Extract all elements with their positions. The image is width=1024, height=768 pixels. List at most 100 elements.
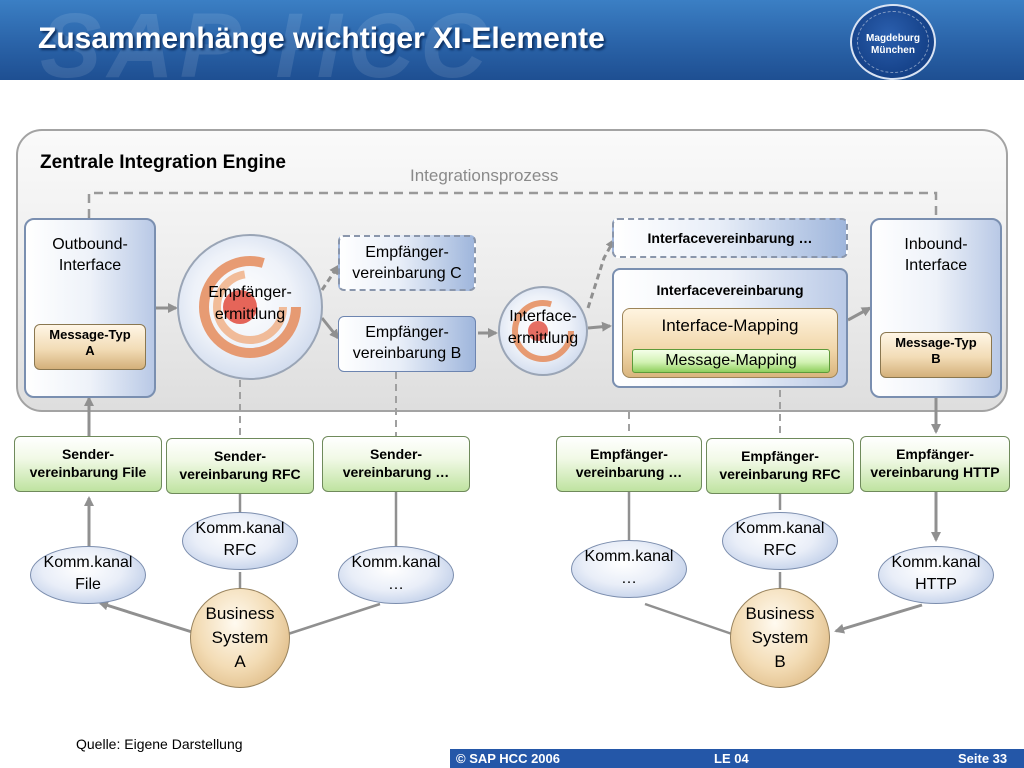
channel-b-more: Komm.kanal … xyxy=(571,540,687,598)
footer-copyright: © SAP HCC 2006 xyxy=(456,751,560,766)
source-note: Quelle: Eigene Darstellung xyxy=(76,736,243,752)
inbound-interface-label: Inbound- Interface xyxy=(872,234,1000,276)
receiver-agreement-more: Empfänger- vereinbarung … xyxy=(556,436,702,492)
cycle-icon-small xyxy=(512,300,574,362)
line-bs-a-to-komm-more xyxy=(287,602,381,636)
receiver-agreement-c: Empfänger- vereinbarung C xyxy=(338,235,476,291)
channel-a-rfc-line-2: RFC xyxy=(223,542,257,559)
logo-line-1: Magdeburg xyxy=(866,33,920,44)
bs-a-line-1: Business xyxy=(205,604,275,623)
arrow-komm-http-to-bs-b xyxy=(834,603,923,634)
sender-agreement-rfc: Sender- vereinbarung RFC xyxy=(166,438,314,494)
channel-a-more-line-1: Komm.kanal xyxy=(351,554,441,571)
logo-text: Magdeburg München xyxy=(852,33,934,57)
receiver-more-line-1: Empfänger- xyxy=(590,446,668,462)
channel-b-rfc: Komm.kanal RFC xyxy=(722,512,838,570)
interface-determination-label: Interface- ermittlung xyxy=(488,306,598,350)
line-komm-more-to-bs-b xyxy=(644,602,733,636)
message-type-b-line-2: B xyxy=(931,351,941,366)
channel-b-more-line-2: … xyxy=(621,570,637,587)
channel-b-rfc-line-1: Komm.kanal xyxy=(735,520,825,537)
outbound-interface: Outbound- Interface Message-Typ A xyxy=(24,218,156,398)
receiver-more-line-2: vereinbarung … xyxy=(575,464,683,480)
receiver-agreement-http: Empfänger- vereinbarung HTTP xyxy=(860,436,1010,492)
arrow-interface-det-to-dashed-agreement xyxy=(586,238,616,309)
channel-a-rfc-line-1: Komm.kanal xyxy=(195,520,285,537)
inbound-line-1: Inbound- xyxy=(904,236,968,253)
business-system-a: Business System A xyxy=(190,588,290,688)
channel-b-http-line-1: Komm.kanal xyxy=(891,554,981,571)
bs-b-line-3: B xyxy=(774,652,786,671)
slide-title: Zusammenhänge wichtiger XI-Elemente xyxy=(38,22,605,55)
arrow-agreement-to-inbound xyxy=(847,306,872,322)
receiver-http-line-2: vereinbarung HTTP xyxy=(870,464,1000,480)
interface-agreement-panel: Interfacevereinbarung Interface-Mapping … xyxy=(612,268,848,388)
sender-file-line-1: Sender- xyxy=(61,446,115,462)
arrow-bs-a-to-komm-file xyxy=(98,600,193,634)
message-type-a-line-1: Message-Typ xyxy=(49,327,131,342)
integration-process-label: Integrationsprozess xyxy=(410,166,559,185)
receiver-determination-circle xyxy=(177,234,323,380)
channel-a-rfc: Komm.kanal RFC xyxy=(182,512,298,570)
message-mapping-box: Message-Mapping xyxy=(632,349,830,373)
channel-a-file-line-1: Komm.kanal xyxy=(43,554,133,571)
process-dashed-connector xyxy=(84,191,938,226)
header-watermark: SAP HCC xyxy=(40,0,493,80)
sender-agreement-more: Sender- vereinbarung … xyxy=(322,436,470,492)
sender-rfc-line-1: Sender- xyxy=(213,448,267,464)
bs-b-line-2: System xyxy=(751,628,809,647)
receiver-agreement-rfc: Empfänger- vereinbarung RFC xyxy=(706,438,854,494)
interface-determination-circle xyxy=(498,286,588,376)
cycle-icon xyxy=(199,256,301,358)
sender-file-line-2: vereinbarung File xyxy=(29,464,147,480)
arrow-det-to-agreement-c xyxy=(320,264,340,291)
sender-rfc-line-2: vereinbarung RFC xyxy=(179,466,301,482)
agreement-c-line-1: Empfänger- xyxy=(365,244,449,261)
message-mapping-label: Message-Mapping xyxy=(665,352,797,369)
message-type-a-line-2: A xyxy=(85,343,95,358)
receiver-determination-label: Empfänger- ermittlung xyxy=(180,282,320,326)
arrow-interface-det-to-agreement xyxy=(587,321,612,332)
footer-page: Seite 33 xyxy=(958,751,1008,766)
inbound-interface: Inbound- Interface Message-Typ B xyxy=(870,218,1002,398)
channel-b-http: Komm.kanal HTTP xyxy=(878,546,994,604)
inbound-line-2: Interface xyxy=(904,257,968,274)
receiver-det-line-1: Empfänger- xyxy=(208,284,292,301)
sender-more-line-1: Sender- xyxy=(369,446,423,462)
engine-title: Zentrale Integration Engine xyxy=(40,152,286,173)
footer-unit: LE 04 xyxy=(714,751,749,766)
receiver-rfc-line-1: Empfänger- xyxy=(741,448,819,464)
agreement-b-line-1: Empfänger- xyxy=(365,324,449,341)
logo-line-2: München xyxy=(871,45,915,56)
outbound-interface-label: Outbound- Interface xyxy=(26,234,154,276)
bs-b-line-1: Business xyxy=(745,604,815,623)
outbound-line-1: Outbound- xyxy=(52,236,128,253)
channel-a-more-line-2: … xyxy=(388,576,404,593)
receiver-det-line-2: ermittlung xyxy=(214,306,286,323)
message-type-b: Message-Typ B xyxy=(880,332,992,378)
interface-agreement-dashed-label: Interfacevereinbarung … xyxy=(647,230,813,246)
receiver-rfc-line-2: vereinbarung RFC xyxy=(719,466,841,482)
channel-a-file: Komm.kanal File xyxy=(30,546,146,604)
agreement-c-line-2: vereinbarung C xyxy=(352,265,462,282)
agreement-b-line-2: vereinbarung B xyxy=(352,345,462,362)
bs-a-line-3: A xyxy=(234,652,246,671)
interface-agreement-title: Interfacevereinbarung xyxy=(656,282,804,298)
outbound-line-2: Interface xyxy=(58,257,122,274)
interface-agreement-dashed: Interfacevereinbarung … xyxy=(612,218,848,258)
slide-footer: © SAP HCC 2006 LE 04 Seite 33 xyxy=(450,749,1024,768)
interface-det-line-2: ermittlung xyxy=(507,330,579,347)
channel-b-rfc-line-2: RFC xyxy=(763,542,797,559)
sender-more-line-2: vereinbarung … xyxy=(342,464,450,480)
sender-agreement-file: Sender- vereinbarung File xyxy=(14,436,162,492)
interface-mapping-label: Interface-Mapping xyxy=(661,316,799,335)
channel-b-more-line-1: Komm.kanal xyxy=(584,548,674,565)
arrow-det-to-agreement-b xyxy=(320,317,340,340)
receiver-agreement-b: Empfänger- vereinbarung B xyxy=(338,316,476,372)
message-type-a: Message-Typ A xyxy=(34,324,146,370)
message-type-b-line-1: Message-Typ xyxy=(895,335,977,350)
channel-b-http-line-2: HTTP xyxy=(915,576,957,593)
slide-header: SAP HCC Zusammenhänge wichtiger XI-Eleme… xyxy=(0,0,1024,80)
university-logo: Magdeburg München xyxy=(850,4,936,80)
channel-a-file-line-2: File xyxy=(75,576,101,593)
